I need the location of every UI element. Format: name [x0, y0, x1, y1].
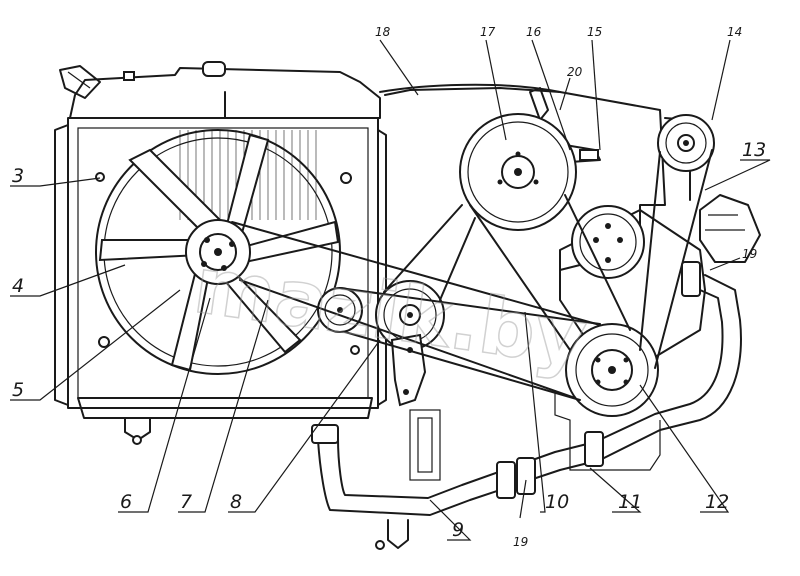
label-15: 15	[587, 25, 602, 39]
label-19-lower: 19	[513, 535, 528, 549]
label-4: 4	[12, 275, 24, 297]
label-17: 17	[480, 25, 496, 39]
label-6: 6	[120, 491, 132, 513]
label-16: 16	[526, 25, 542, 39]
pulley-14-top-right	[657, 114, 715, 172]
pulley-17-crank-top	[459, 113, 577, 231]
label-18: 18	[375, 25, 391, 39]
label-12: 12	[705, 491, 729, 513]
label-13: 13	[742, 139, 766, 161]
leader-lines	[10, 39, 771, 541]
label-9: 9	[452, 519, 464, 541]
label-5: 5	[12, 379, 24, 401]
label-11: 11	[618, 491, 642, 513]
belts	[231, 149, 713, 401]
pulley-idler-small	[317, 287, 363, 333]
label-8: 8	[230, 491, 242, 513]
radiator	[54, 61, 387, 445]
label-19-upper: 19	[742, 247, 757, 261]
lower-hose-9	[311, 261, 742, 550]
label-7: 7	[180, 491, 192, 513]
label-20: 20	[567, 65, 583, 79]
label-14: 14	[727, 25, 742, 39]
label-3: 3	[12, 165, 24, 187]
label-10: 10	[545, 491, 569, 513]
pulley-middle-right	[571, 205, 645, 279]
part-labels: 3 4 5 6 7 8 9 10 11 12 13 14 15 16 17 18…	[12, 25, 766, 549]
fan	[95, 129, 341, 375]
pulley-12-crankshaft	[565, 323, 659, 417]
